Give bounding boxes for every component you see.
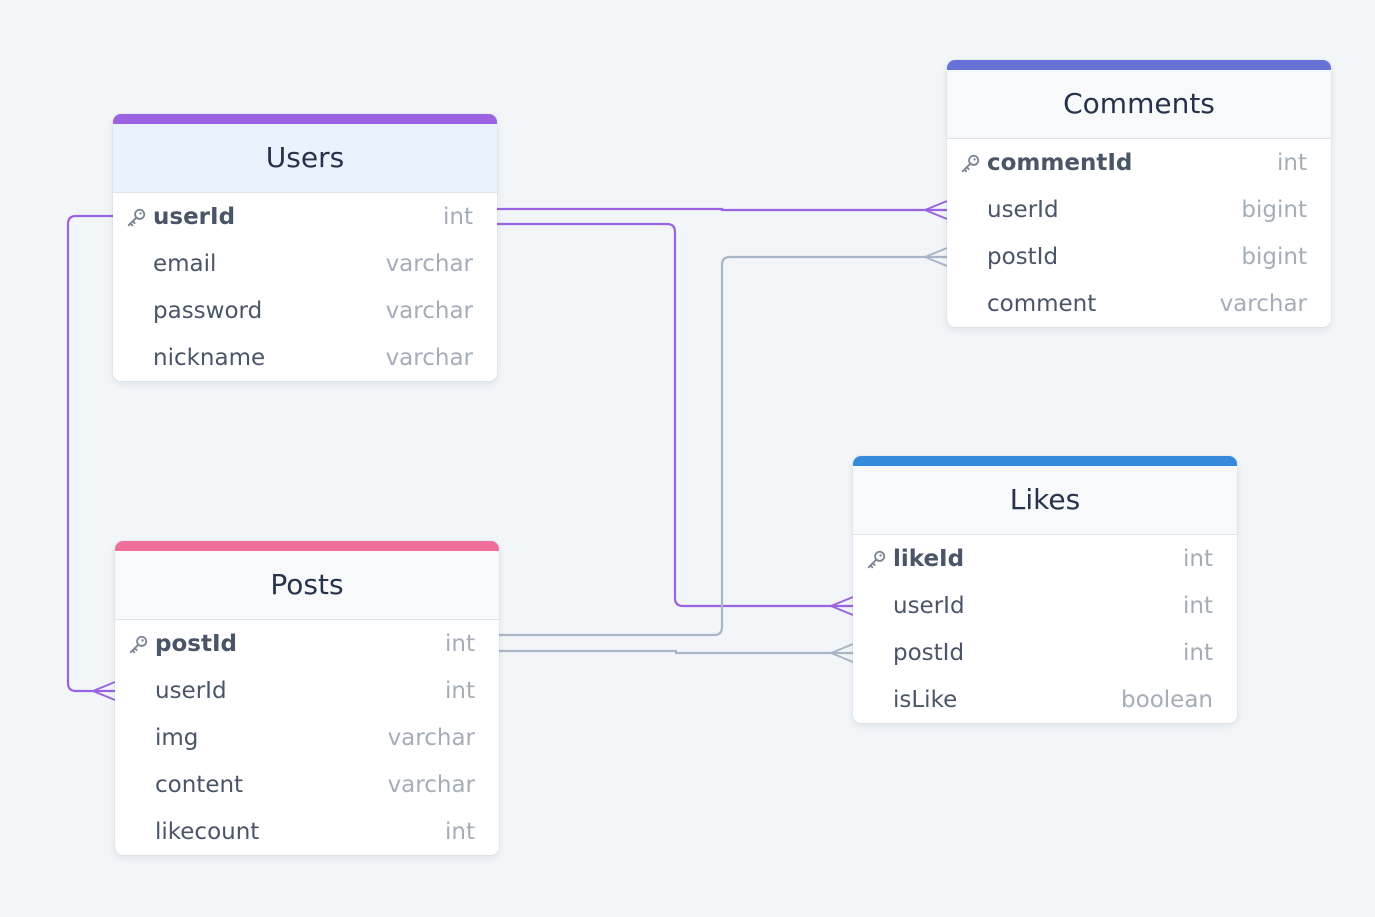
field-name: postId xyxy=(987,243,1059,270)
field-row-email[interactable]: email varchar xyxy=(113,240,497,287)
field-row-islike[interactable]: isLike boolean xyxy=(853,676,1237,723)
field-row-password[interactable]: password varchar xyxy=(113,287,497,334)
table-accent-bar xyxy=(853,456,1237,466)
field-name: password xyxy=(153,297,263,324)
field-name: img xyxy=(155,724,199,751)
field-type: bigint xyxy=(1241,196,1307,223)
field-type: int xyxy=(1183,592,1213,619)
table-comments[interactable]: Comments commentId int userId bigint pos… xyxy=(947,60,1331,327)
field-type: int xyxy=(445,818,475,845)
relationship-line[interactable] xyxy=(497,207,947,212)
field-row-userid[interactable]: userId int xyxy=(853,582,1237,629)
field-type: int xyxy=(1183,545,1213,572)
table-accent-bar xyxy=(113,114,497,124)
field-name: likecount xyxy=(155,818,260,845)
key-icon xyxy=(867,550,886,569)
field-name: likeId xyxy=(893,545,965,572)
field-type: bigint xyxy=(1241,243,1307,270)
relationship-line[interactable] xyxy=(66,214,115,693)
table-title[interactable]: Posts xyxy=(115,551,499,620)
field-name: userId xyxy=(153,203,236,230)
field-type: varchar xyxy=(387,771,475,798)
field-name: postId xyxy=(893,639,965,666)
table-title[interactable]: Comments xyxy=(947,70,1331,139)
field-row-likecount[interactable]: likecount int xyxy=(115,808,499,855)
field-type: boolean xyxy=(1121,686,1213,713)
crows-foot-marker xyxy=(830,596,854,616)
relationship-line[interactable] xyxy=(499,255,947,637)
field-row-postid[interactable]: postId int xyxy=(115,620,499,667)
field-row-postid[interactable]: postId bigint xyxy=(947,233,1331,280)
crows-foot-marker xyxy=(92,681,116,701)
key-icon xyxy=(127,208,146,227)
field-type: int xyxy=(445,677,475,704)
table-likes[interactable]: Likes likeId int userId int postId int i… xyxy=(853,456,1237,723)
field-type: varchar xyxy=(385,250,473,277)
field-type: varchar xyxy=(385,344,473,371)
table-users[interactable]: Users userId int email varchar password … xyxy=(113,114,497,381)
field-name: content xyxy=(155,771,244,798)
field-type: int xyxy=(443,203,473,230)
field-row-commentid[interactable]: commentId int xyxy=(947,139,1331,186)
table-title[interactable]: Likes xyxy=(853,466,1237,535)
field-type: varchar xyxy=(385,297,473,324)
field-row-comment[interactable]: comment varchar xyxy=(947,280,1331,327)
field-row-userid[interactable]: userId int xyxy=(115,667,499,714)
crows-foot-marker xyxy=(924,200,948,220)
field-name: comment xyxy=(987,290,1097,317)
field-row-nickname[interactable]: nickname varchar xyxy=(113,334,497,381)
crows-foot-marker xyxy=(830,643,854,663)
field-row-content[interactable]: content varchar xyxy=(115,761,499,808)
field-name: commentId xyxy=(987,149,1133,176)
crows-foot-marker xyxy=(924,247,948,267)
field-name: postId xyxy=(155,630,237,657)
table-posts[interactable]: Posts postId int userId int img varchar … xyxy=(115,541,499,855)
relationship-line[interactable] xyxy=(499,649,853,655)
field-type: varchar xyxy=(1219,290,1307,317)
field-row-userid[interactable]: userId bigint xyxy=(947,186,1331,233)
field-name: nickname xyxy=(153,344,266,371)
table-accent-bar xyxy=(115,541,499,551)
table-title[interactable]: Users xyxy=(113,124,497,193)
relationship-line[interactable] xyxy=(497,222,853,608)
field-type: varchar xyxy=(387,724,475,751)
field-row-postid[interactable]: postId int xyxy=(853,629,1237,676)
field-name: isLike xyxy=(893,686,958,713)
field-type: int xyxy=(1277,149,1307,176)
field-type: int xyxy=(445,630,475,657)
field-row-likeid[interactable]: likeId int xyxy=(853,535,1237,582)
field-name: email xyxy=(153,250,217,277)
field-row-img[interactable]: img varchar xyxy=(115,714,499,761)
field-name: userId xyxy=(987,196,1059,223)
field-type: int xyxy=(1183,639,1213,666)
key-icon xyxy=(961,154,980,173)
field-name: userId xyxy=(893,592,965,619)
table-accent-bar xyxy=(947,60,1331,70)
key-icon xyxy=(129,635,148,654)
field-row-userid[interactable]: userId int xyxy=(113,193,497,240)
field-name: userId xyxy=(155,677,227,704)
